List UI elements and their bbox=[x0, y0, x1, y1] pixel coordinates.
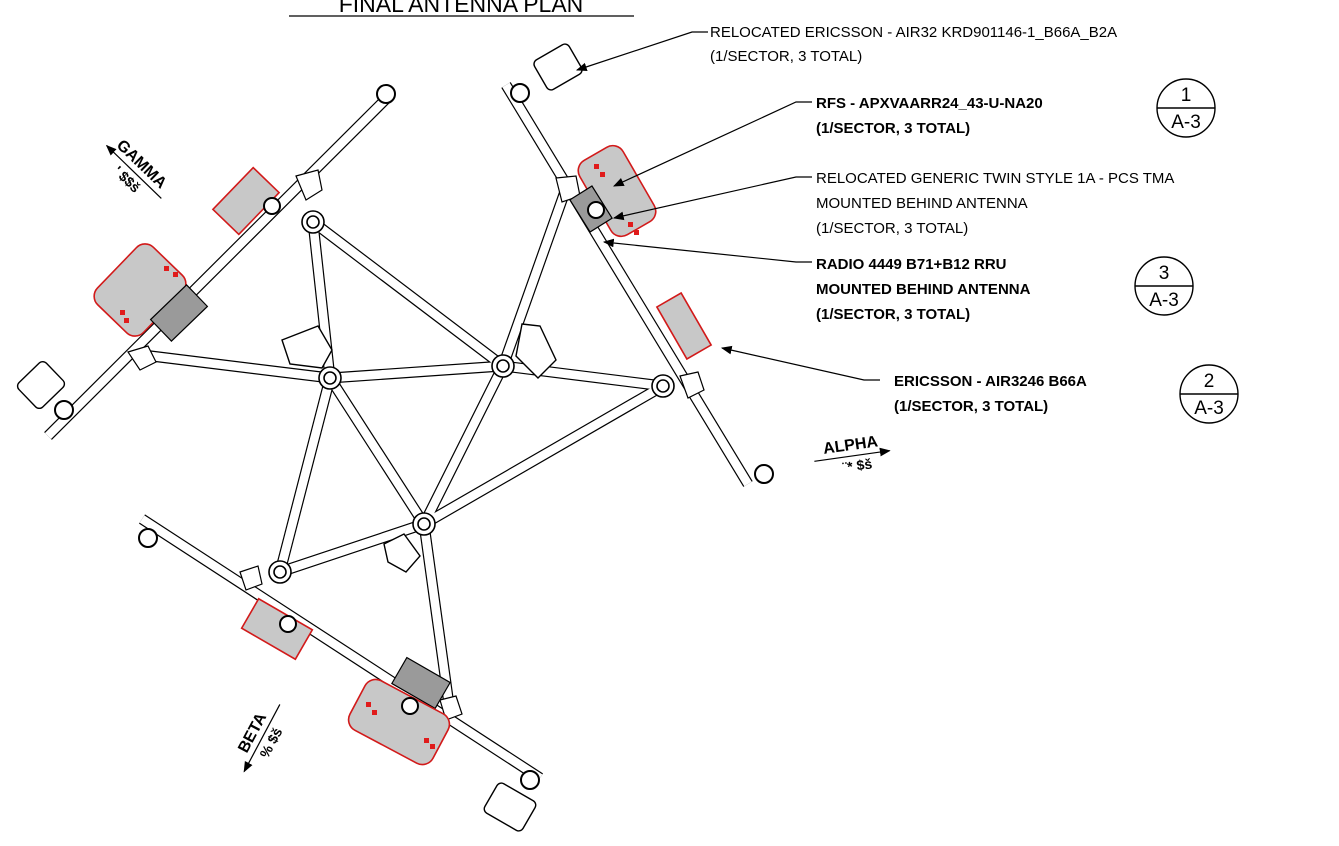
detail-bubble: 1 A-3 bbox=[1156, 78, 1216, 138]
callout-line: ERICSSON - AIR3246 B66A bbox=[894, 373, 1087, 390]
callout-line: (1/SECTOR, 3 TOTAL) bbox=[894, 398, 1048, 415]
callout-line: (1/SECTOR, 3 TOTAL) bbox=[816, 220, 968, 237]
sector-label-gamma: GAMMA ' $$š bbox=[105, 137, 170, 199]
detail-bubble: 2 A-3 bbox=[1179, 364, 1239, 424]
platform-frame bbox=[44, 82, 753, 783]
callout-relocated-ericsson-air32: RELOCATED ERICSSON - AIR32 KRD901146-1_B… bbox=[710, 24, 1117, 65]
callout-line: RELOCATED ERICSSON - AIR32 KRD901146-1_B… bbox=[710, 24, 1117, 41]
callout-line: (1/SECTOR, 3 TOTAL) bbox=[816, 120, 970, 137]
detail-sheet: A-3 bbox=[1194, 398, 1224, 419]
callout-line: (1/SECTOR, 3 TOTAL) bbox=[710, 48, 862, 65]
detail-sheet: A-3 bbox=[1149, 290, 1179, 311]
detail-number: 2 bbox=[1204, 371, 1215, 392]
sector-azimuth: ¨* $š bbox=[842, 455, 874, 475]
alpha-sector-equipment bbox=[510, 43, 774, 484]
detail-bubble: 3 A-3 bbox=[1134, 256, 1194, 316]
callout-line: MOUNTED BEHIND ANTENNA bbox=[816, 195, 1028, 212]
callout-ericsson-air3246: ERICSSON - AIR3246 B66A (1/SECTOR, 3 TOT… bbox=[894, 364, 1239, 424]
sector-name: ALPHA bbox=[822, 433, 879, 458]
callout-line: (1/SECTOR, 3 TOTAL) bbox=[816, 306, 970, 323]
gamma-sector-equipment bbox=[16, 84, 396, 420]
beta-sector-equipment bbox=[138, 528, 540, 832]
callout-radio-4449: RADIO 4449 B71+B12 RRU MOUNTED BEHIND AN… bbox=[816, 256, 1194, 323]
detail-number: 1 bbox=[1181, 85, 1192, 106]
plan-title: FINAL ANTENNA PLAN bbox=[339, 0, 584, 17]
leader-lines bbox=[575, 31, 880, 381]
callout-line: RELOCATED GENERIC TWIN STYLE 1A - PCS TM… bbox=[816, 170, 1174, 187]
callout-line: MOUNTED BEHIND ANTENNA bbox=[816, 281, 1031, 298]
callout-line: RADIO 4449 B71+B12 RRU bbox=[816, 256, 1007, 273]
detail-number: 3 bbox=[1159, 263, 1170, 284]
callout-relocated-tma: RELOCATED GENERIC TWIN STYLE 1A - PCS TM… bbox=[816, 170, 1174, 237]
callout-rfs-antenna: RFS - APXVAARR24_43-U-NA20 (1/SECTOR, 3 … bbox=[816, 78, 1216, 138]
sector-label-alpha: ALPHA ¨* $š bbox=[814, 433, 891, 475]
detail-sheet: A-3 bbox=[1171, 112, 1201, 133]
sector-label-beta: BETA % $š bbox=[235, 704, 285, 773]
callout-line: RFS - APXVAARR24_43-U-NA20 bbox=[816, 95, 1043, 112]
